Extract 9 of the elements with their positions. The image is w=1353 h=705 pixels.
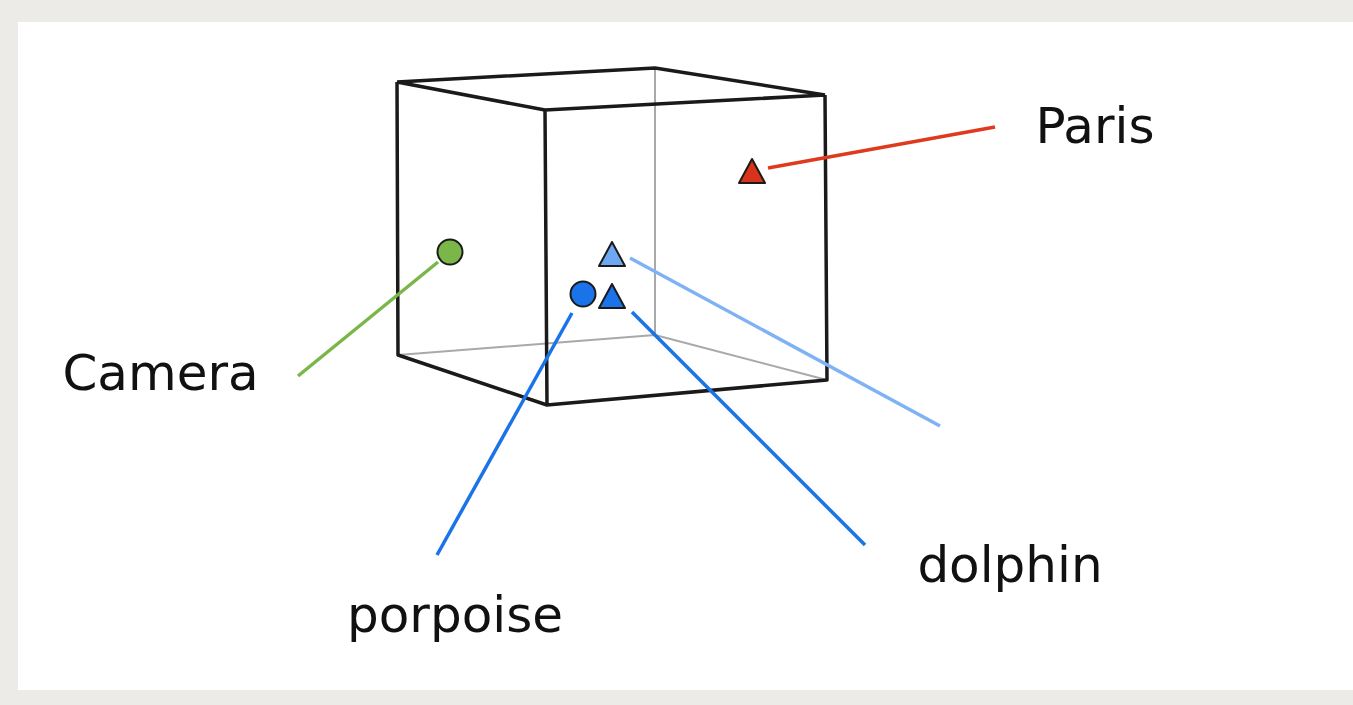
point-label: Paris xyxy=(1035,101,1155,151)
leader-line xyxy=(435,312,574,556)
leader-line xyxy=(767,125,996,170)
leader-line xyxy=(630,310,867,547)
point-label: Camera xyxy=(62,348,259,398)
leader-line xyxy=(296,260,440,378)
point-label: porpoise xyxy=(347,590,563,640)
leader-line xyxy=(629,256,941,428)
point-label: dolphin xyxy=(917,540,1103,590)
